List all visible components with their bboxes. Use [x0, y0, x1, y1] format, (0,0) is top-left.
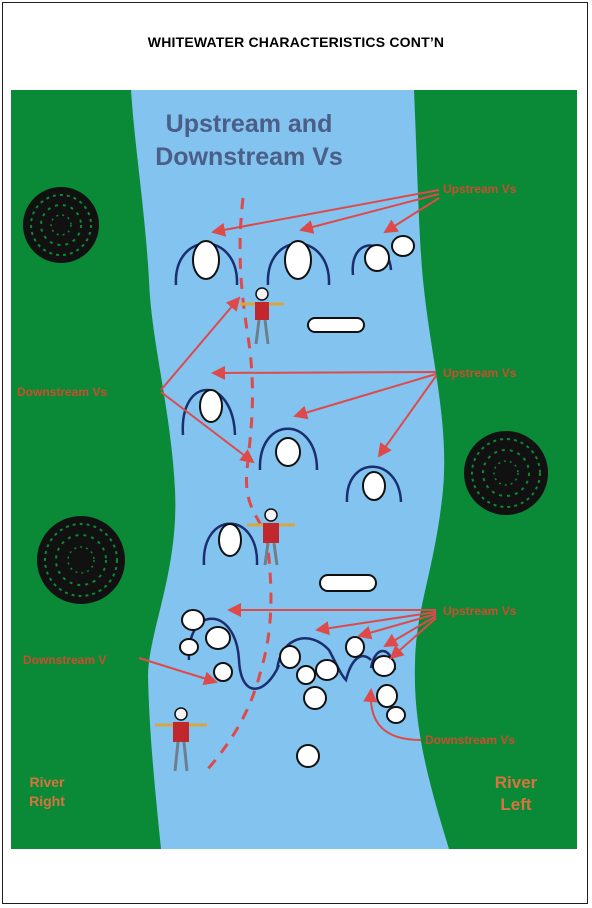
page-heading: WHITEWATER CHARACTERISTICS CONT’N: [0, 34, 592, 50]
diagram-title-line1: Upstream and: [166, 110, 333, 138]
diagram-title-line2: Downstream Vs: [155, 143, 343, 171]
label-river-left-1: River: [495, 773, 538, 792]
label-river-left-2: Left: [500, 795, 532, 814]
label-river-right-1: River: [29, 774, 65, 790]
label-upstream-vs-1: Upstream Vs: [443, 182, 517, 196]
label-river-right-2: Right: [29, 793, 65, 809]
label-downstream-vs-1: Downstream Vs: [17, 385, 107, 399]
whitewater-diagram: Upstream and Downstream Vs: [11, 90, 577, 849]
tree-icon: [23, 187, 99, 263]
label-downstream-vs-3: Downstream Vs: [425, 733, 515, 747]
label-downstream-v-2: Downstream V: [23, 653, 106, 667]
tree-icon: [37, 516, 125, 604]
label-upstream-vs-2: Upstream Vs: [443, 366, 517, 380]
tree-icon: [464, 431, 548, 515]
label-upstream-vs-3: Upstream Vs: [443, 604, 517, 618]
